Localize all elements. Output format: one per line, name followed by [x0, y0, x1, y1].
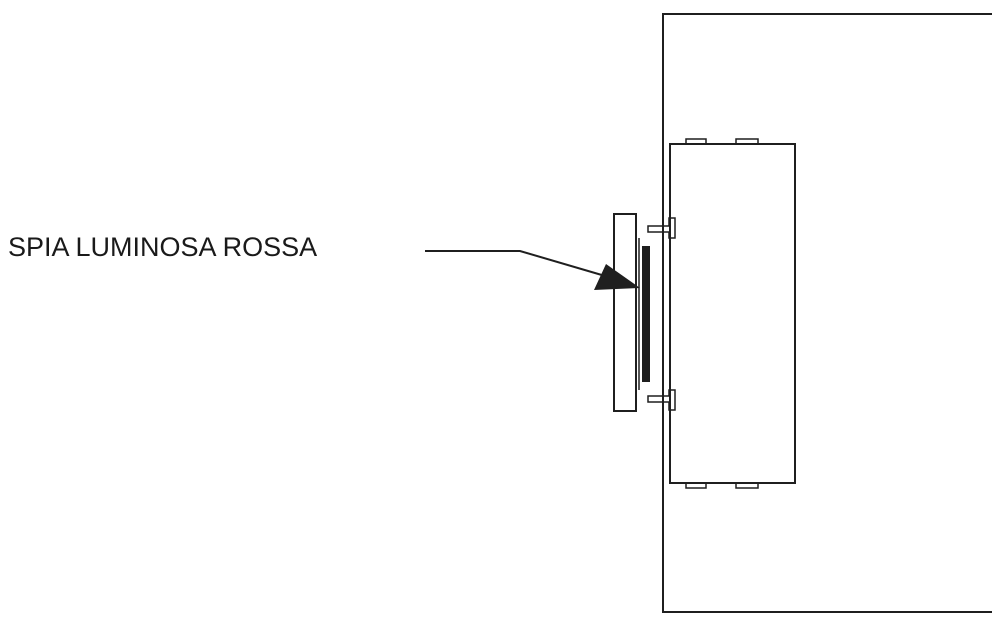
indicator-lamp-bezel — [613, 213, 637, 412]
mounting-clip-top — [647, 217, 676, 239]
module-tab-bottom-right — [735, 482, 759, 489]
mounting-clip-bottom — [647, 389, 676, 411]
callout-leader — [425, 250, 640, 290]
enclosure-panel — [662, 13, 992, 613]
module-body — [669, 138, 796, 489]
module-tab-top-right — [735, 138, 759, 145]
arrowhead — [594, 264, 640, 290]
callout-label: SPIA LUMINOSA ROSSA — [8, 232, 317, 262]
module-tab-top-left — [685, 138, 707, 145]
red-indicator-lamp — [638, 238, 650, 390]
module-tab-bottom-left — [685, 482, 707, 489]
